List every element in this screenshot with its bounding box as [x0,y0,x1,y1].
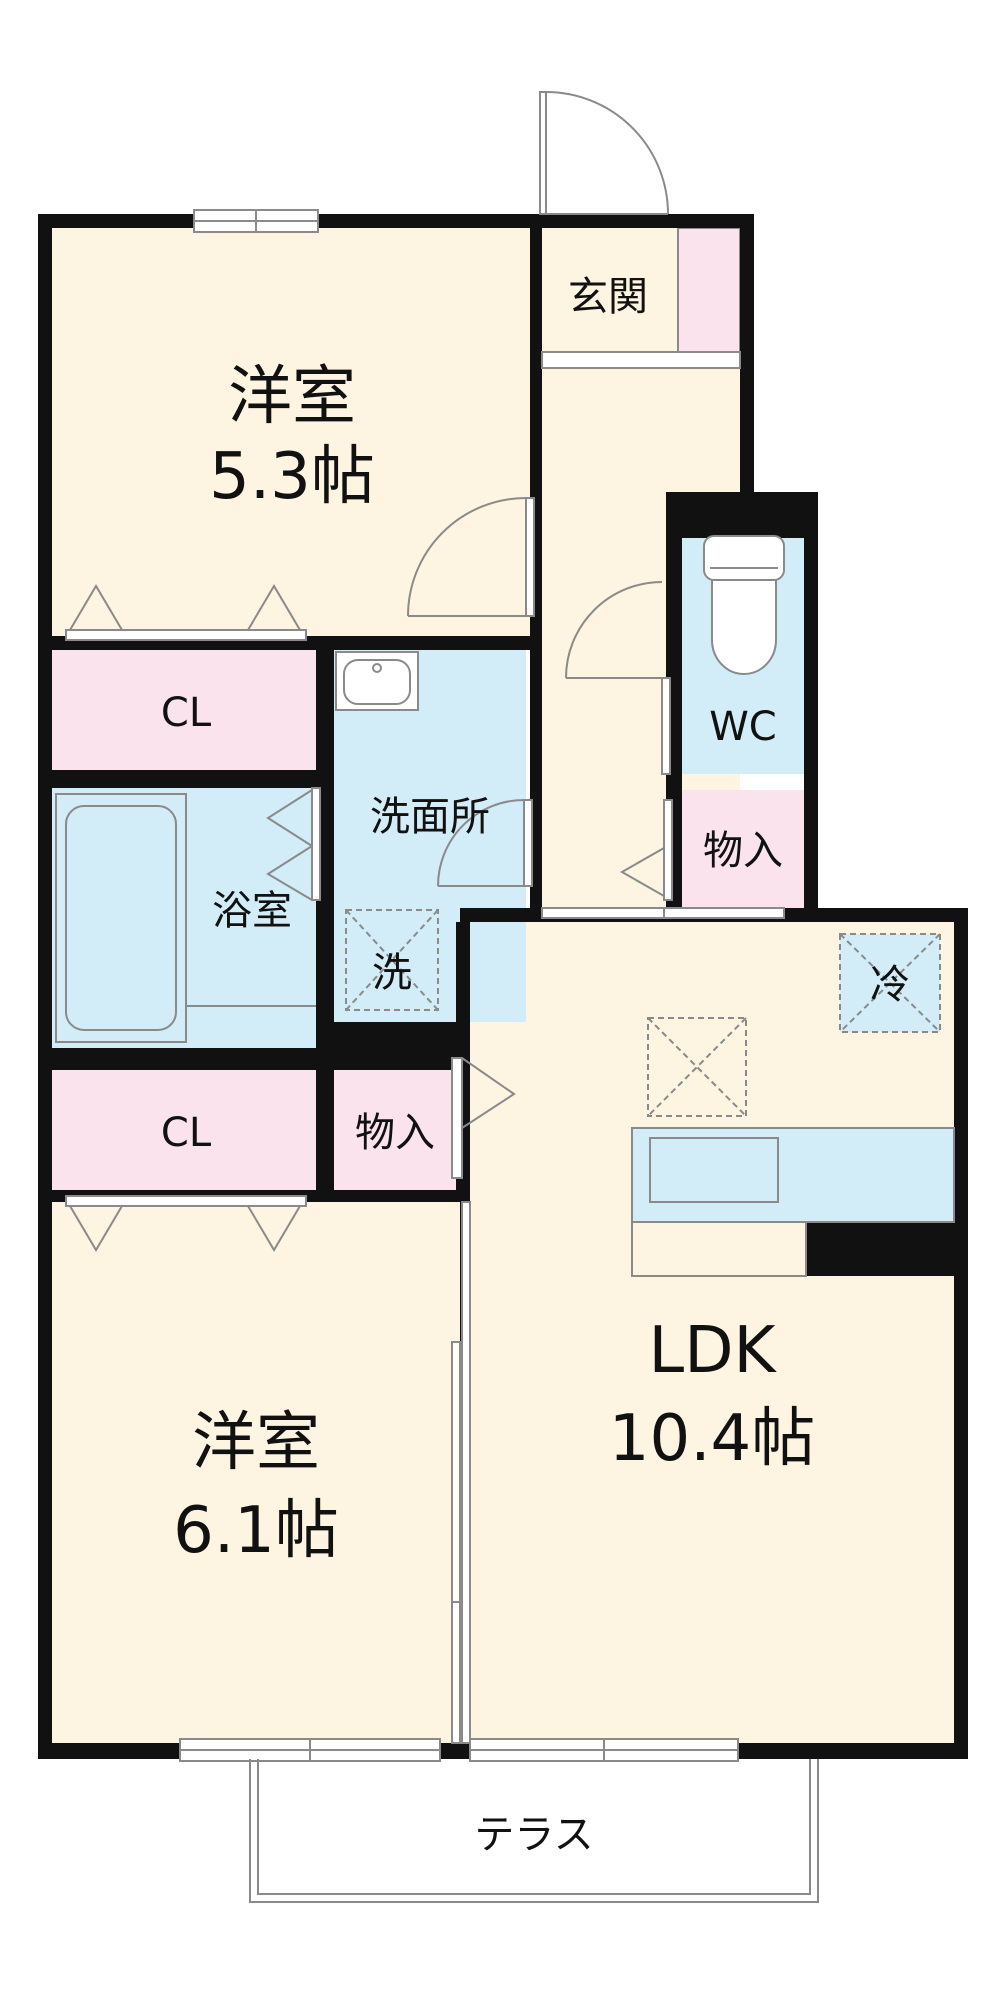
closet-lower-label: CL [161,1110,212,1156]
door-storage-toilet [619,799,673,901]
ldk-size: 10.4帖 [609,1402,816,1476]
entrance-step [541,351,741,369]
storage-center-label: 物入 [355,1110,435,1156]
door-washroom [437,799,533,887]
bedroom2-name: 洋室 [192,1406,320,1480]
closet-lower-doors [65,1195,307,1252]
washroom-label: 洗面所 [370,794,490,840]
bathroom-label: 浴室 [212,888,292,934]
ldk-floor [470,918,956,1743]
bathtub [55,793,187,1043]
toilet-fixture [703,535,785,675]
window-bedroom2 [179,1738,441,1762]
window-ldk [469,1738,739,1762]
entrance-label: 玄関 [568,274,648,320]
kitchen-counter [631,1127,955,1277]
entrance-shoebox [677,227,741,353]
toilet-label: WC [709,704,776,750]
closet-upper-label: CL [161,690,212,736]
door-toilet [565,581,671,775]
storage-toilet-label: 物入 [703,828,783,874]
entrance-floor [542,228,676,352]
closet-upper-floor [52,650,316,770]
front-door [539,91,669,215]
wash-basin [335,651,419,711]
ceiling-vent [647,1017,747,1117]
closet-lower-floor [52,1070,316,1190]
door-storage-center [451,1057,516,1179]
bedroom2-floor [52,1202,460,1743]
bedroom1-name: 洋室 [228,360,356,434]
hall-ldk-opening [541,907,785,919]
terrace-label: テラス [474,1812,593,1858]
sliding-door-bedroom2 [451,1201,471,1744]
terrace [249,1759,819,1903]
door-bedroom1 [407,497,535,617]
fridge-space [839,933,941,1033]
bedroom1-floor [52,228,530,636]
fridge-label: 冷 [870,962,910,1008]
window-bedroom1 [193,209,319,233]
door-bathroom-fold [266,787,321,901]
storage-center-floor [334,1070,456,1190]
ldk-name: LDK [649,1314,778,1388]
laundry-label: 洗 [372,950,412,996]
closet-upper-doors [65,584,307,641]
storage-toilet-floor [682,790,804,910]
bedroom1-size: 5.3帖 [209,440,375,514]
washing-machine-space [345,909,439,1011]
bedroom2-size: 6.1帖 [173,1494,339,1568]
